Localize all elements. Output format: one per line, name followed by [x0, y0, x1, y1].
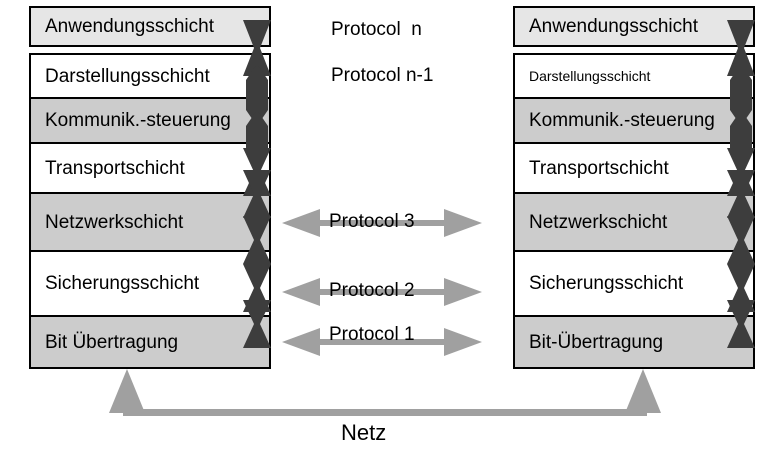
protocol-arrow-3-label: Protocol 3 [329, 211, 415, 232]
protocol-text-n-minus-1: Protocol n-1 [331, 65, 434, 86]
layer-box-right-5: Netzwerkschicht [513, 193, 755, 251]
layer-label: Netzwerkschicht [45, 211, 184, 233]
layer-connector-right-5 [727, 170, 755, 218]
layer-label: Bit-Übertragung [529, 331, 664, 353]
layer-connector-left-5 [243, 170, 271, 218]
protocol-arrow-2 [282, 277, 482, 307]
layer-label: Sicherungsschicht [45, 273, 200, 294]
layer-connector-right-8 [727, 300, 755, 348]
layer-connector-left-2 [243, 64, 271, 126]
protocol-arrow-2-label: Protocol 2 [329, 280, 415, 301]
layer-label: Netzwerkschicht [529, 211, 668, 233]
layer-connector-right-6 [727, 216, 755, 264]
layer-box-right-2: Darstellungsschicht [513, 53, 755, 98]
layer-label: Anwendungsschicht [45, 16, 214, 37]
layer-label: Darstellungsschicht [529, 68, 651, 84]
layer-box-left-2: Darstellungsschicht [29, 53, 271, 98]
layer-label: Kommunik.-steuerung [45, 110, 231, 131]
layer-label: Transportschicht [45, 157, 185, 179]
layer-connector-right-2 [727, 64, 755, 126]
layer-box-left-3: Kommunik.-steuerung [29, 98, 271, 143]
layer-connector-left-8 [243, 300, 271, 348]
layer-box-left-4: Transportschicht [29, 143, 271, 193]
layer-box-left-7: Bit Übertragung [29, 316, 271, 369]
layer-box-left-5: Netzwerkschicht [29, 193, 271, 251]
layer-connector-left-1 [243, 20, 271, 76]
layer-connector-left-6 [243, 216, 271, 264]
protocol-text-n: Protocol n [331, 19, 422, 40]
layer-box-right-3: Kommunik.-steuerung [513, 98, 755, 143]
protocol-arrow-1 [282, 327, 482, 357]
layer-label: Transportschicht [529, 157, 669, 179]
layer-label: Kommunik.-steuerung [529, 110, 715, 131]
network-label: Netz [341, 420, 387, 445]
layer-connector-right-1 [727, 20, 755, 76]
layer-label: Sicherungsschicht [529, 273, 684, 294]
layer-label: Darstellungsschicht [45, 65, 210, 87]
layer-box-right-7: Bit-Übertragung [513, 316, 755, 369]
layer-box-left-6: Sicherungsschicht [29, 251, 271, 316]
layer-box-right-6: Sicherungsschicht [513, 251, 755, 316]
layer-box-right-4: Transportschicht [513, 143, 755, 193]
network-bracket [105, 369, 665, 417]
layer-label: Bit Übertragung [45, 331, 179, 353]
layer-box-right-1: Anwendungsschicht [513, 6, 755, 47]
protocol-arrow-3 [282, 208, 482, 238]
layer-label: Anwendungsschicht [529, 16, 698, 37]
protocol-arrow-1-label: Protocol 1 [329, 324, 415, 345]
layer-box-left-1: Anwendungsschicht [29, 6, 271, 47]
